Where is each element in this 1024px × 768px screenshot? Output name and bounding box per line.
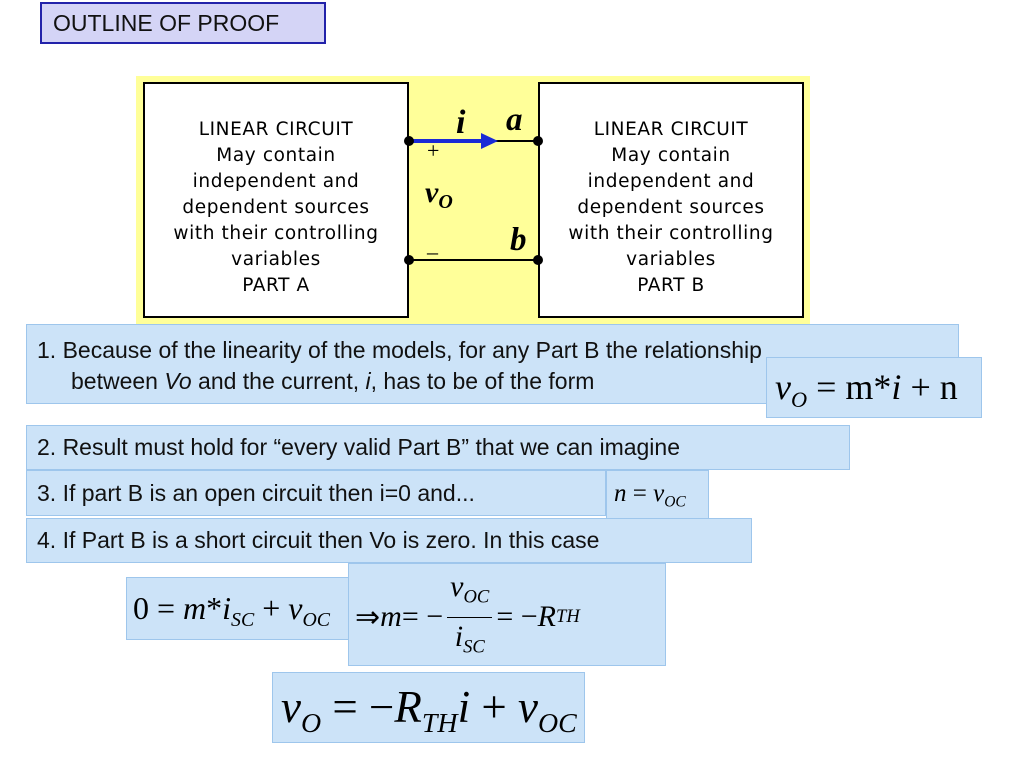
slide-title: OUTLINE OF PROOF [40,2,326,44]
fraction: vOC iSC [447,568,493,666]
voltage-label: vO [425,176,453,213]
part-a-line: dependent sources [182,197,370,218]
part-a-line: May contain [216,145,336,166]
statement-3: 3. If part B is an open circuit then i=0… [26,470,606,516]
statement-1-line1: 1. Because of the linearity of the model… [37,337,762,363]
minus-sign: – [427,239,438,264]
part-b-line: LINEAR CIRCUIT [593,119,749,140]
part-b-line: with their controlling [568,223,774,244]
equation-short-circuit: 0 = m*iSC + vOC [126,577,350,640]
node-b-label: b [510,222,527,258]
equation-open-circuit: n = vOC [606,470,709,519]
statement-1-line2: between Vo and the current, i, has to be… [71,368,595,394]
terminal-dot [533,255,543,265]
part-b-line: dependent sources [577,197,765,218]
part-a-line: independent and [192,171,360,192]
equation-result: vO = −RTHi + vOC [272,672,585,743]
part-b-box: LINEAR CIRCUIT May contain independent a… [538,82,804,318]
plus-sign: + [427,138,440,163]
statement-4: 4. If Part B is a short circuit then Vo … [26,518,752,563]
statement-2: 2. Result must hold for “every valid Par… [26,425,850,470]
equation-linear-form: vO = m*i + n [766,357,982,418]
part-a-line: with their controlling [173,223,379,244]
node-a-label: a [506,102,523,138]
part-b-label: PART B [637,275,705,296]
part-a-label: PART A [242,275,310,296]
terminal-dot [404,136,414,146]
part-a-box: LINEAR CIRCUIT May contain independent a… [143,82,409,318]
part-b-line: independent and [587,171,755,192]
part-b-line: variables [626,249,716,270]
terminal-dot [533,136,543,146]
part-a-line: variables [231,249,321,270]
wires [404,133,543,265]
current-label: i [456,104,466,141]
part-b-line: May contain [611,145,731,166]
circuit-diagram: LINEAR CIRCUIT May contain independent a… [136,76,810,324]
terminal-dot [404,255,414,265]
current-arrow-head [481,133,498,149]
part-a-line: LINEAR CIRCUIT [198,119,354,140]
